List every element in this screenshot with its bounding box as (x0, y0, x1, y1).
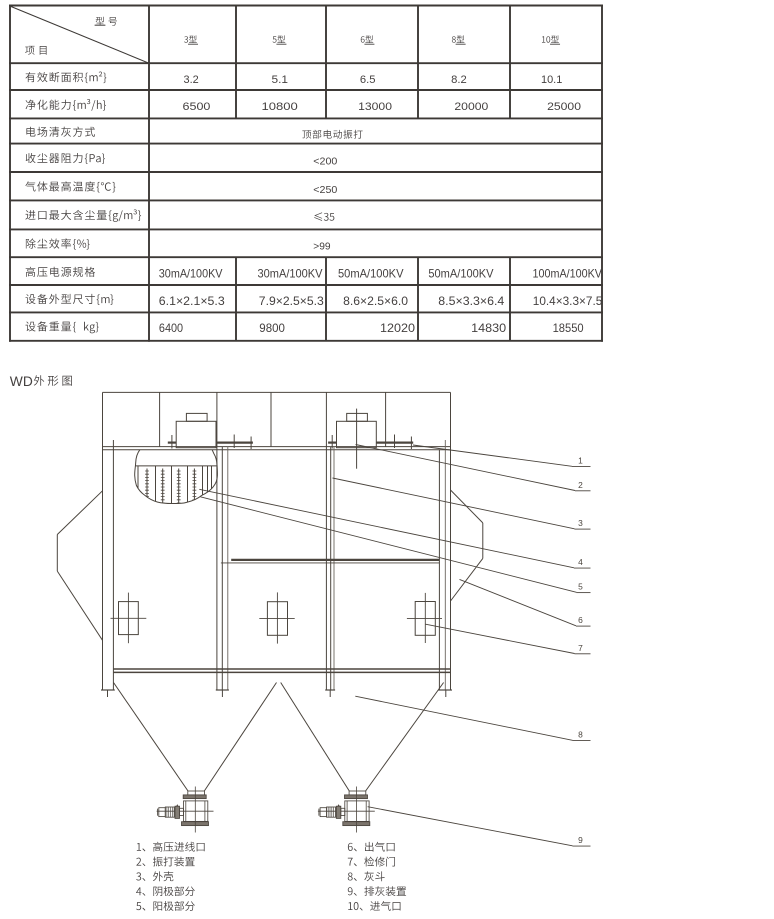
svg-text:6400: 6400 (159, 321, 184, 335)
svg-text:3: 3 (578, 518, 583, 528)
svg-text:2: 2 (578, 480, 583, 490)
svg-text:8: 8 (578, 730, 583, 740)
svg-text:50mA/100KV: 50mA/100KV (428, 267, 493, 281)
svg-text:20000: 20000 (454, 101, 488, 113)
svg-text:10800: 10800 (262, 101, 298, 113)
svg-text:4: 4 (578, 557, 583, 567)
svg-text:6.5: 6.5 (360, 74, 376, 86)
svg-text:9800: 9800 (259, 321, 285, 335)
svg-text:100mA/100KV: 100mA/100KV (533, 267, 603, 281)
svg-text:50mA/100KV: 50mA/100KV (338, 267, 404, 281)
svg-text:6: 6 (578, 615, 583, 625)
svg-text:8.6×2.5×6.0: 8.6×2.5×6.0 (343, 294, 408, 308)
svg-text:9: 9 (578, 835, 583, 845)
svg-text:1: 1 (578, 456, 583, 466)
svg-text:30mA/100KV: 30mA/100KV (258, 267, 323, 281)
svg-text:6500: 6500 (183, 101, 211, 113)
svg-text:8.5×3.3×6.4: 8.5×3.3×6.4 (438, 294, 504, 308)
svg-text:14830: 14830 (471, 321, 506, 335)
svg-text:30mA/100KV: 30mA/100KV (159, 267, 223, 281)
svg-text:3.2: 3.2 (184, 74, 199, 86)
svg-text:>99: >99 (313, 242, 331, 253)
svg-text:6.1×2.1×5.3: 6.1×2.1×5.3 (159, 294, 225, 308)
svg-text:<250: <250 (313, 185, 337, 196)
svg-text:12020: 12020 (380, 321, 415, 335)
svg-text:13000: 13000 (358, 101, 392, 113)
svg-text:10.1: 10.1 (541, 74, 562, 86)
svg-text:<200: <200 (313, 157, 337, 168)
svg-text:18550: 18550 (553, 321, 584, 335)
svg-text:7.9×2.5×5.3: 7.9×2.5×5.3 (259, 294, 324, 308)
svg-text:5.1: 5.1 (272, 74, 289, 86)
svg-text:10.4×3.3×7.5: 10.4×3.3×7.5 (533, 294, 603, 308)
svg-text:25000: 25000 (547, 101, 581, 113)
svg-text:5: 5 (578, 582, 583, 592)
svg-text:8.2: 8.2 (451, 74, 467, 86)
svg-text:7: 7 (578, 643, 583, 653)
svg-text:WD: WD (10, 374, 33, 389)
